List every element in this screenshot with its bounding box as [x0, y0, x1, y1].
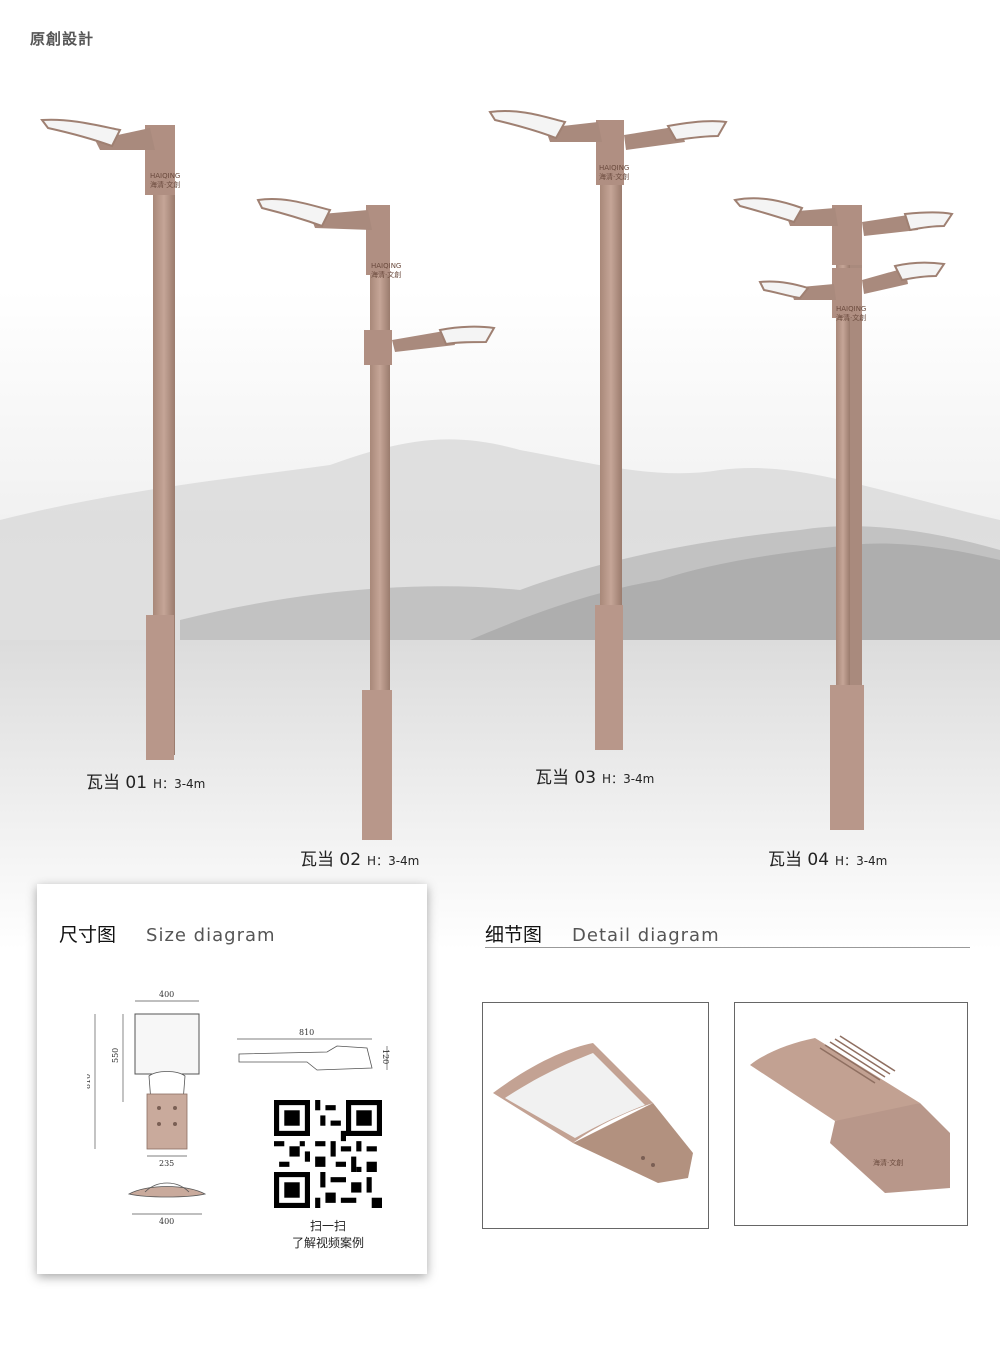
page-header-label: 原創設計 [30, 30, 95, 48]
dim-arm-height: 120 [381, 1049, 390, 1064]
dim-base-width: 235 [159, 1159, 174, 1168]
qr-caption-line2: 了解视频案例 [291, 1236, 364, 1250]
lamp-pole-04 [733, 197, 954, 830]
dimension-drawing: 400 550 810 235 400 810 120 [87, 990, 390, 1226]
street-lamp-illustrations [40, 110, 954, 840]
dim-head-height: 550 [111, 1048, 120, 1063]
qr-caption-line1: 扫一扫 [309, 1219, 346, 1233]
dim-arm-length: 810 [299, 1028, 314, 1037]
dim-total-height: 810 [87, 1074, 92, 1089]
detail-image-1 [482, 1002, 709, 1229]
dim-bottom-width: 400 [159, 1217, 174, 1226]
qr-caption: 扫一扫 了解视频案例 [274, 1218, 382, 1252]
detail-image-2: 海清·文創 [734, 1002, 968, 1226]
lamp-pole-01 [40, 118, 175, 760]
detail-divider [485, 947, 970, 948]
svg-text:海清·文創: 海清·文創 [873, 1158, 903, 1167]
lamp-pole-02 [256, 198, 496, 840]
lamp-pole-03 [488, 110, 728, 750]
qr-code[interactable] [274, 1100, 382, 1208]
dim-top-width: 400 [159, 990, 174, 999]
